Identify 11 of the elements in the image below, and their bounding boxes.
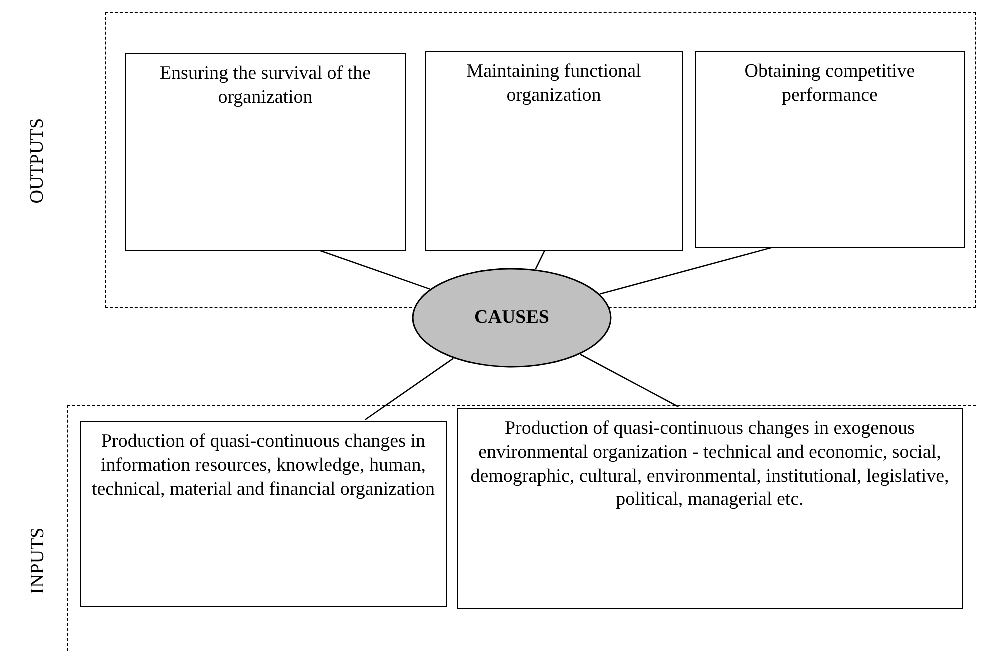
text-box: Obtaining competitive performance [695, 51, 965, 248]
section-label: OUTPUTS [26, 118, 49, 204]
connector-line [318, 249, 430, 290]
text-box: Production of quasi-continuous changes in exogenous environmental organization - technical and economic, social, demographic, cultural, environmental, institutional, legislative, political, managerial etc. [457, 408, 963, 609]
connector-line [580, 354, 679, 408]
cause-ellipse: CAUSES [412, 268, 612, 368]
text-box: Ensuring the survival of the organization [125, 53, 406, 251]
text-box: Production of quasi-continuous changes in information resources, knowledge, human, technical, material and financial organization [80, 421, 447, 607]
section-label: INPUTS [26, 528, 49, 594]
text-box: Maintaining functional organization [425, 51, 683, 251]
connector-line [535, 250, 546, 270]
